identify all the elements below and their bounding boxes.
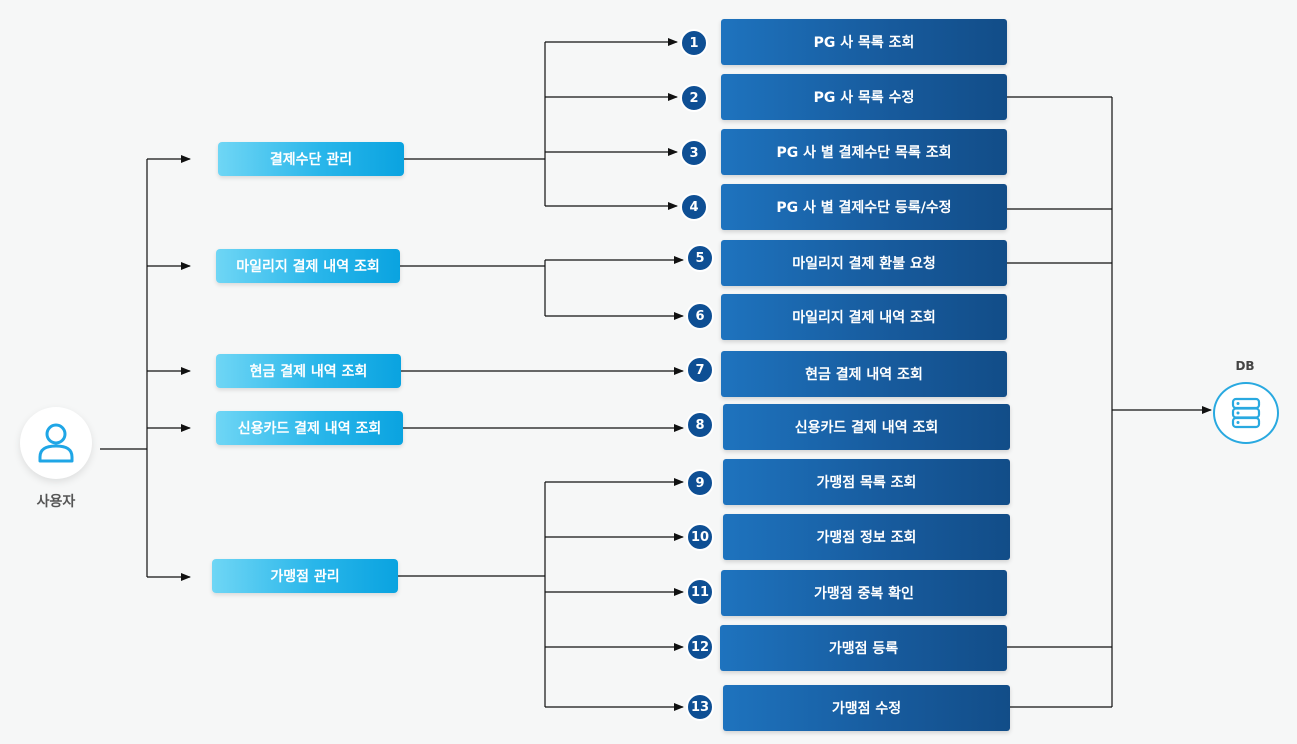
user-icon bbox=[38, 423, 74, 463]
feature-11[interactable]: 가맹점 중복 확인 bbox=[721, 570, 1007, 616]
feature-1-badge: 1 bbox=[680, 29, 708, 57]
feature-7-badge: 7 bbox=[686, 356, 714, 384]
feature-3-badge: 3 bbox=[680, 139, 708, 167]
feature-7[interactable]: 현금 결제 내역 조회 bbox=[721, 351, 1007, 397]
category-cash-payment-history[interactable]: 현금 결제 내역 조회 bbox=[216, 354, 401, 388]
feature-2[interactable]: PG 사 목록 수정 bbox=[721, 74, 1007, 120]
feature-13-badge: 13 bbox=[686, 693, 714, 721]
user-label: 사용자 bbox=[36, 494, 76, 510]
feature-10[interactable]: 가맹점 정보 조회 bbox=[723, 514, 1010, 560]
user-avatar bbox=[20, 407, 92, 479]
feature-9-badge: 9 bbox=[686, 469, 714, 497]
feature-12-badge: 12 bbox=[686, 633, 714, 661]
feature-1[interactable]: PG 사 목록 조회 bbox=[721, 19, 1007, 65]
db-node bbox=[1213, 382, 1279, 444]
feature-3[interactable]: PG 사 별 결제수단 목록 조회 bbox=[721, 129, 1007, 175]
feature-10-badge: 10 bbox=[686, 523, 714, 551]
feature-11-badge: 11 bbox=[686, 578, 714, 606]
feature-6[interactable]: 마일리지 결제 내역 조회 bbox=[721, 294, 1007, 340]
feature-4[interactable]: PG 사 별 결제수단 등록/수정 bbox=[721, 184, 1007, 230]
feature-2-badge: 2 bbox=[680, 84, 708, 112]
category-payment-method-management[interactable]: 결제수단 관리 bbox=[218, 142, 404, 176]
feature-4-badge: 4 bbox=[680, 193, 708, 221]
category-credit-card-payment-history[interactable]: 신용카드 결제 내역 조회 bbox=[216, 411, 403, 445]
feature-5-badge: 5 bbox=[686, 244, 714, 272]
feature-13[interactable]: 가맹점 수정 bbox=[723, 685, 1010, 731]
category-merchant-management[interactable]: 가맹점 관리 bbox=[212, 559, 398, 593]
category-mileage-payment-history[interactable]: 마일리지 결제 내역 조회 bbox=[216, 249, 400, 283]
feature-8[interactable]: 신용카드 결제 내역 조회 bbox=[723, 404, 1010, 450]
db-label: DB bbox=[1235, 359, 1255, 373]
feature-5[interactable]: 마일리지 결제 환불 요청 bbox=[721, 240, 1007, 286]
database-icon bbox=[1231, 397, 1261, 429]
feature-9[interactable]: 가맹점 목록 조회 bbox=[723, 459, 1010, 505]
feature-8-badge: 8 bbox=[686, 411, 714, 439]
feature-12[interactable]: 가맹점 등록 bbox=[720, 625, 1007, 671]
feature-6-badge: 6 bbox=[686, 302, 714, 330]
